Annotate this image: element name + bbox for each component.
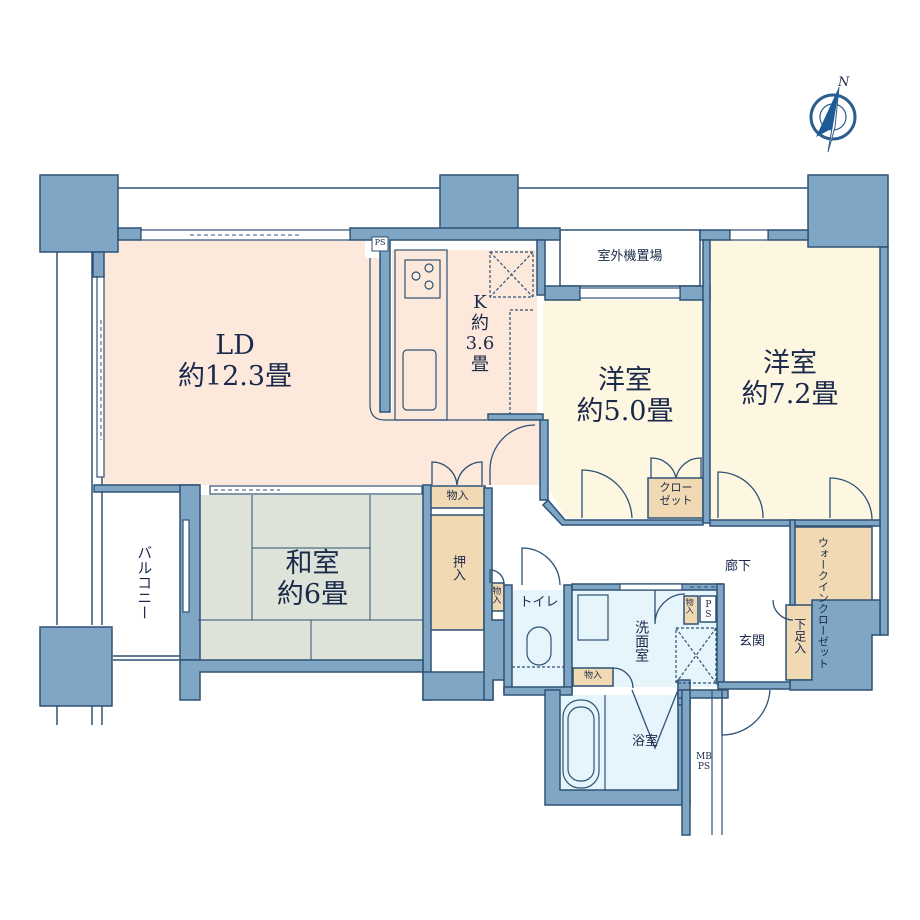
bedroom2-size: 約7.2畳 <box>741 379 839 411</box>
bedroom1-floor <box>543 300 703 518</box>
walls <box>39 174 889 836</box>
ld-label: LD 約12.3畳 <box>170 330 300 392</box>
kitchen-size-2: 3.6 <box>465 333 495 355</box>
window-sash <box>100 234 715 588</box>
washitsu-size: 約6畳 <box>276 579 349 611</box>
storage1-label: 物入 <box>446 489 469 502</box>
oshiire-floor <box>429 514 485 631</box>
ld-name: LD <box>215 330 255 361</box>
washitsu-label: 和室 約6畳 <box>255 548 370 610</box>
toilet-bowl <box>526 626 552 666</box>
bedroom1-label: 洋室 約5.0畳 <box>560 365 690 427</box>
entrance-floor <box>722 600 787 680</box>
ac-unit-label: 室外機置場 <box>597 249 663 264</box>
compass-icon <box>809 86 857 153</box>
shoebox-label: 下足入 <box>792 618 807 654</box>
pillar-top-mid <box>439 174 519 231</box>
bedroom1-size: 約5.0畳 <box>576 396 674 428</box>
sink <box>402 349 437 411</box>
bath-floor <box>560 695 678 790</box>
kitchen-name: K <box>473 292 487 313</box>
bedroom1-name: 洋室 <box>598 365 652 396</box>
storage3-floor <box>572 667 614 687</box>
walkin-label: ウォークインクローゼット <box>816 537 830 669</box>
storage2-label: 物入 <box>490 586 501 604</box>
washroom-label: 洗面室 <box>633 620 650 662</box>
room-floors <box>104 229 880 790</box>
bathtub <box>562 699 600 789</box>
washitsu-name: 和室 <box>285 548 340 579</box>
entrance-label: 玄関 <box>738 634 765 649</box>
mbps-label: MB PS <box>693 752 715 773</box>
washer-space <box>675 627 717 684</box>
storage4-label: 物入 <box>685 598 695 614</box>
bedroom2-label: 洋室 約7.2畳 <box>725 348 855 410</box>
bedroom2-floor <box>710 238 880 520</box>
ps2-label: PS <box>703 600 714 620</box>
closet-label: クロー ゼット <box>650 481 702 507</box>
mbps-line1: MB <box>696 752 712 762</box>
pillar-top-left <box>39 174 119 253</box>
mbps-line2: PS <box>697 762 711 773</box>
pillar-top-right <box>807 174 889 248</box>
closet-line2: ゼット <box>659 493 693 507</box>
wet-fixtures <box>512 594 717 790</box>
balcony-label: バルコニー <box>135 545 154 620</box>
storage3-label: 物入 <box>583 671 602 681</box>
vanity <box>577 594 609 641</box>
kitchen-fixtures <box>369 249 535 421</box>
kitchen-label: K 約 3.6 畳 <box>460 292 500 376</box>
bedroom2-name: 洋室 <box>763 348 817 379</box>
fridge-space <box>489 251 534 298</box>
ld-size: 約12.3畳 <box>177 361 293 393</box>
ps1-label: PS <box>374 238 386 247</box>
oshiire-label: 押入 <box>449 555 465 581</box>
stove <box>404 259 441 299</box>
ps-box-1 <box>371 236 389 252</box>
kitchen-size-3: 畳 <box>471 354 489 376</box>
kitchen-floor <box>392 250 537 418</box>
bath-label: 浴室 <box>631 734 658 749</box>
closet-line1: クロー <box>659 481 693 494</box>
pillar-bottom-left <box>39 626 113 707</box>
ld-floor <box>104 238 540 485</box>
toilet-floor <box>512 590 564 687</box>
shoebox-floor <box>785 604 813 681</box>
storage4-floor <box>683 595 699 625</box>
ac-unit-floor <box>559 229 701 287</box>
hallway-label: 廊下 <box>724 559 751 574</box>
tatami-lines <box>198 495 423 660</box>
kitchen-size-1: 約 <box>471 312 489 334</box>
toilet-label: トイレ <box>519 595 559 610</box>
doors <box>431 424 873 750</box>
compass-north-label: N <box>838 75 850 90</box>
